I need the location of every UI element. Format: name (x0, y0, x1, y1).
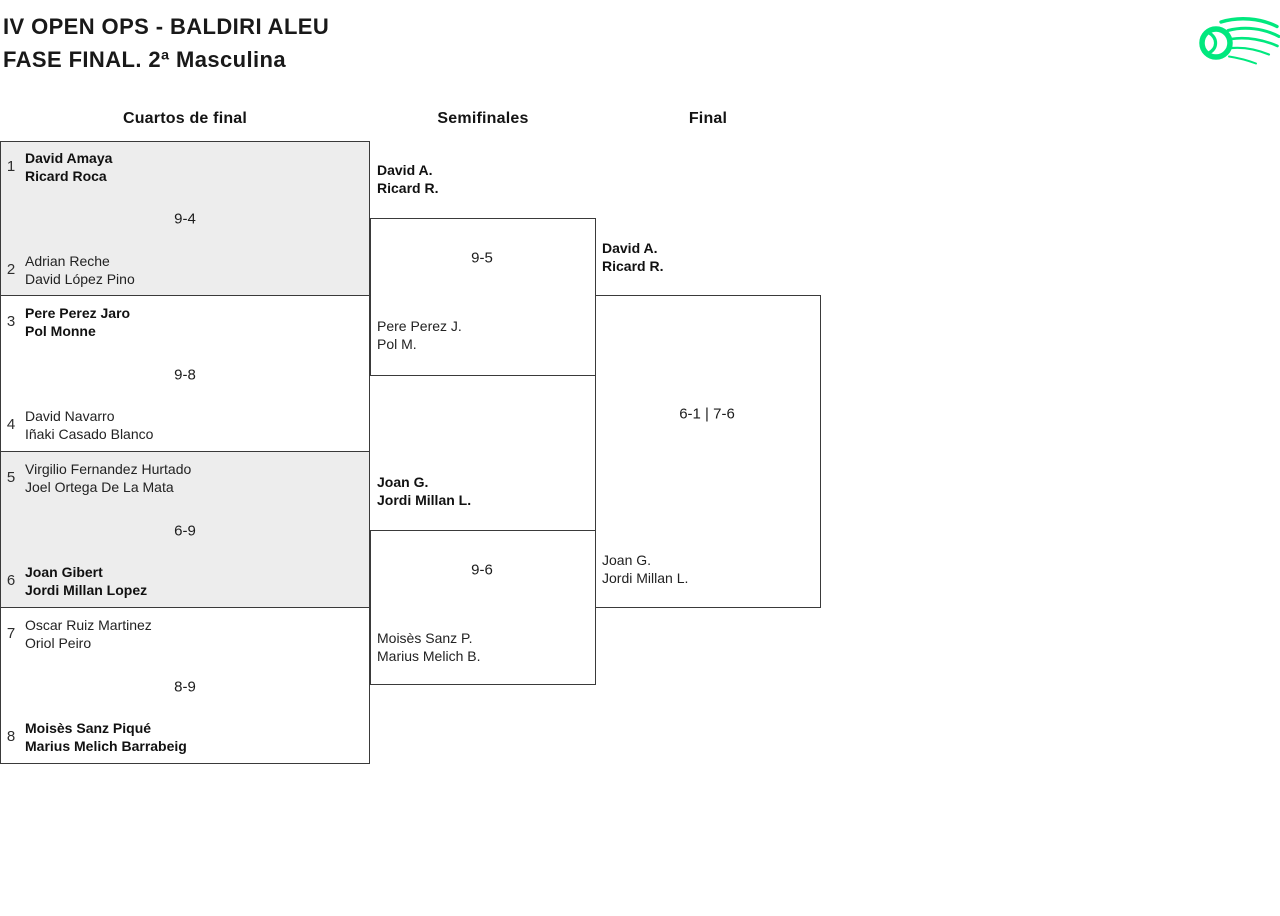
seed-number: 6 (6, 572, 16, 589)
match-box-sf-2 (370, 530, 596, 685)
seed-number: 8 (6, 728, 16, 745)
match-score: 8-9 (174, 678, 196, 696)
team-name: Virgilio Fernandez Hurtado Joel Ortega D… (25, 461, 192, 495)
column-header-final: Final (688, 110, 728, 127)
team-name: David Amaya Ricard Roca (25, 150, 113, 184)
team-name: Joan Gibert Jordi Millan Lopez (25, 564, 148, 598)
seed-number: 3 (6, 313, 16, 330)
team-name: David Navarro Iñaki Casado Blanco (25, 408, 154, 442)
team-name: Pere Perez Jaro Pol Monne (25, 305, 131, 339)
match-box-qf-1 (0, 141, 370, 296)
team-name: Adrian Reche David López Pino (25, 253, 135, 287)
column-header-quarterfinals: Cuartos de final (122, 110, 248, 127)
match-score: 6-9 (174, 522, 196, 540)
seed-number: 2 (6, 261, 16, 278)
match-score: 9-4 (174, 210, 196, 228)
match-box-sf-1 (370, 218, 596, 376)
match-box-qf-4 (0, 607, 370, 764)
page-title-line1: IV OPEN OPS - BALDIRI ALEU (3, 14, 330, 39)
team-name: Joan G. Jordi Millan L. (377, 474, 472, 508)
team-name: Moisès Sanz P. Marius Melich B. (377, 630, 481, 664)
match-score: 9-6 (471, 561, 493, 579)
match-score: 9-5 (471, 249, 493, 267)
column-header-semifinals: Semifinales (437, 110, 529, 127)
page-title-line2: FASE FINAL. 2ª Masculina (3, 47, 287, 72)
team-name: David A. Ricard R. (377, 162, 439, 196)
match-box-final (595, 295, 821, 608)
match-score: 9-8 (174, 366, 196, 384)
match-box-qf-3 (0, 451, 370, 608)
team-name: Pere Perez J. Pol M. (377, 318, 462, 352)
team-name: Moisès Sanz Piqué Marius Melich Barrabei… (25, 720, 187, 754)
team-name: David A. Ricard R. (602, 240, 664, 274)
seed-number: 5 (6, 469, 16, 486)
seed-number: 1 (6, 158, 16, 175)
ball-swoosh-logo (1199, 17, 1280, 65)
seed-number: 7 (6, 625, 16, 642)
match-score: 6-1 | 7-6 (679, 405, 735, 423)
page-title: IV OPEN OPS - BALDIRI ALEU FASE FINAL. 2… (3, 10, 329, 76)
team-name: Joan G. Jordi Millan L. (602, 552, 689, 586)
team-name: Oscar Ruiz Martinez Oriol Peiro (25, 617, 152, 651)
seed-number: 4 (6, 416, 16, 433)
